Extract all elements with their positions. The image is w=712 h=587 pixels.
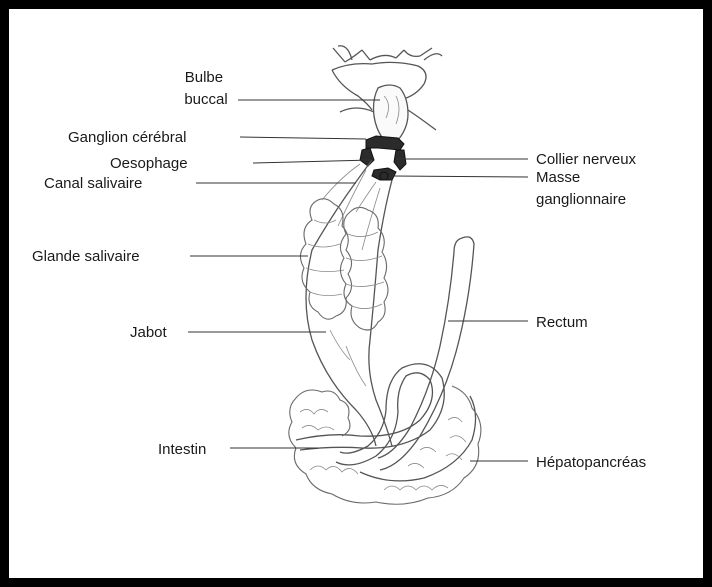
label-rectum: Rectum <box>536 314 588 331</box>
leader-lines <box>188 100 528 461</box>
label-oesophage: Oesophage <box>110 155 188 172</box>
label-intestin: Intestin <box>158 441 206 458</box>
leader-masse-ganglionnaire <box>392 176 528 177</box>
label-bulbe-buccal: Bulbe buccal <box>184 69 227 108</box>
bulbe-buccal-drawing <box>332 46 442 140</box>
leader-oesophage <box>253 160 372 163</box>
digestive-system-illustration <box>289 46 481 504</box>
leader-ganglion-cerebral <box>240 137 366 139</box>
label-glande-salivaire: Glande salivaire <box>32 248 140 265</box>
label-ganglion-cerebral: Ganglion cérébral <box>68 129 186 146</box>
collier-nerveux-drawing <box>360 136 406 180</box>
label-masse-ganglionnaire: Masse ganglionnaire <box>536 169 626 208</box>
label-hepatopancreas: Hépatopancréas <box>536 454 646 471</box>
intestin-drawing <box>296 364 476 481</box>
label-canal-salivaire: Canal salivaire <box>44 175 142 192</box>
label-collier-nerveux: Collier nerveux <box>536 151 637 168</box>
label-jabot: Jabot <box>130 324 168 341</box>
hepatopancreas-drawing <box>289 386 481 504</box>
labels: Bulbe buccal Ganglion cérébral Oesophage… <box>32 69 646 471</box>
